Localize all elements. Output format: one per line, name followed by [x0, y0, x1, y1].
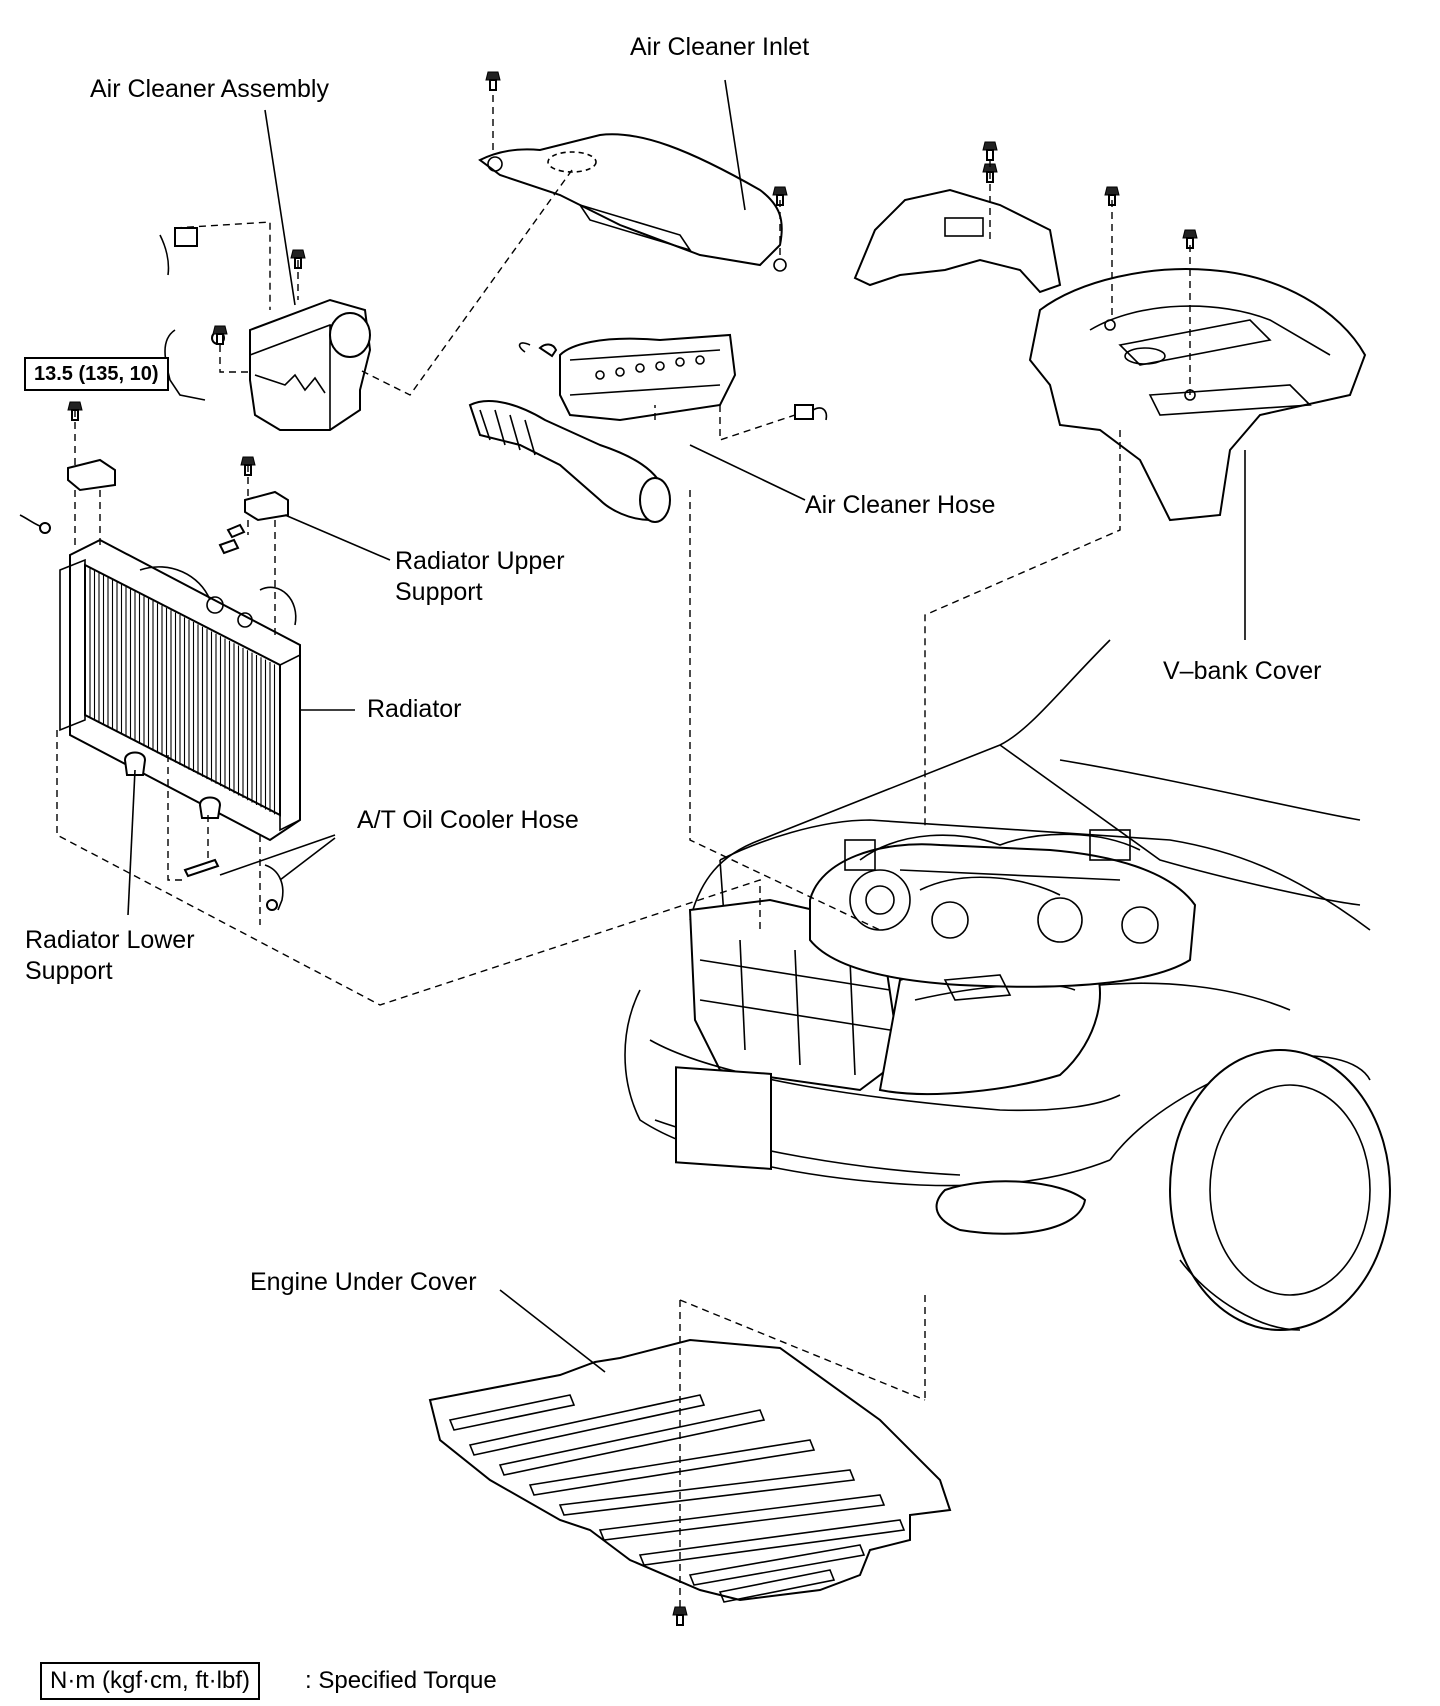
bolt-icon [212, 325, 228, 345]
legend-unit-box: N·m (kgf·cm, ft·lbf) [40, 1662, 260, 1700]
label-radiator-lower-support: Radiator Lower Support [25, 926, 195, 985]
bolt-icon [982, 141, 998, 161]
air-cleaner-inlet-part [478, 133, 787, 272]
under-cover-rib [528, 1439, 816, 1496]
label-engine-under-cover: Engine Under Cover [250, 1268, 477, 1296]
label-air-cleaner-assembly: Air Cleaner Assembly [90, 75, 329, 103]
assembly-guide-lines [56, 95, 1191, 1610]
bolt-icon [672, 1606, 688, 1626]
under-cover-rib [688, 1544, 866, 1586]
radiator-part [19, 458, 301, 911]
under-cover-rib [558, 1469, 856, 1516]
bolt-icon [485, 71, 501, 91]
under-cover-rib [448, 1394, 576, 1431]
fasteners [67, 71, 1198, 1626]
torque-spec-box: 13.5 (135, 10) [24, 357, 169, 391]
under-cover-rib [468, 1394, 706, 1456]
bolt-icon [772, 186, 788, 206]
air-cleaner-hose-part [468, 333, 828, 523]
under-cover-rib [598, 1494, 886, 1541]
under-cover-rib [718, 1569, 836, 1603]
air-cleaner-assembly-part [159, 227, 372, 431]
label-radiator-upper-support: Radiator Upper Support [395, 547, 565, 606]
label-air-cleaner-hose: Air Cleaner Hose [805, 491, 996, 519]
legend-description: : Specified Torque [305, 1667, 497, 1694]
under-cover-rib [638, 1519, 906, 1566]
vehicle-front-body [624, 639, 1391, 1331]
leader-lines [127, 79, 1246, 1373]
label-air-cleaner-inlet: Air Cleaner Inlet [630, 33, 810, 61]
label-radiator: Radiator [367, 695, 462, 723]
label-at-oil-cooler-hose: A/T Oil Cooler Hose [357, 806, 579, 834]
vbank-cover-part [853, 188, 1367, 522]
label-vbank-cover: V–bank Cover [1163, 657, 1322, 685]
engine [809, 829, 1197, 1001]
under-cover-rib [498, 1409, 766, 1476]
engine-under-cover-part [428, 1338, 952, 1603]
